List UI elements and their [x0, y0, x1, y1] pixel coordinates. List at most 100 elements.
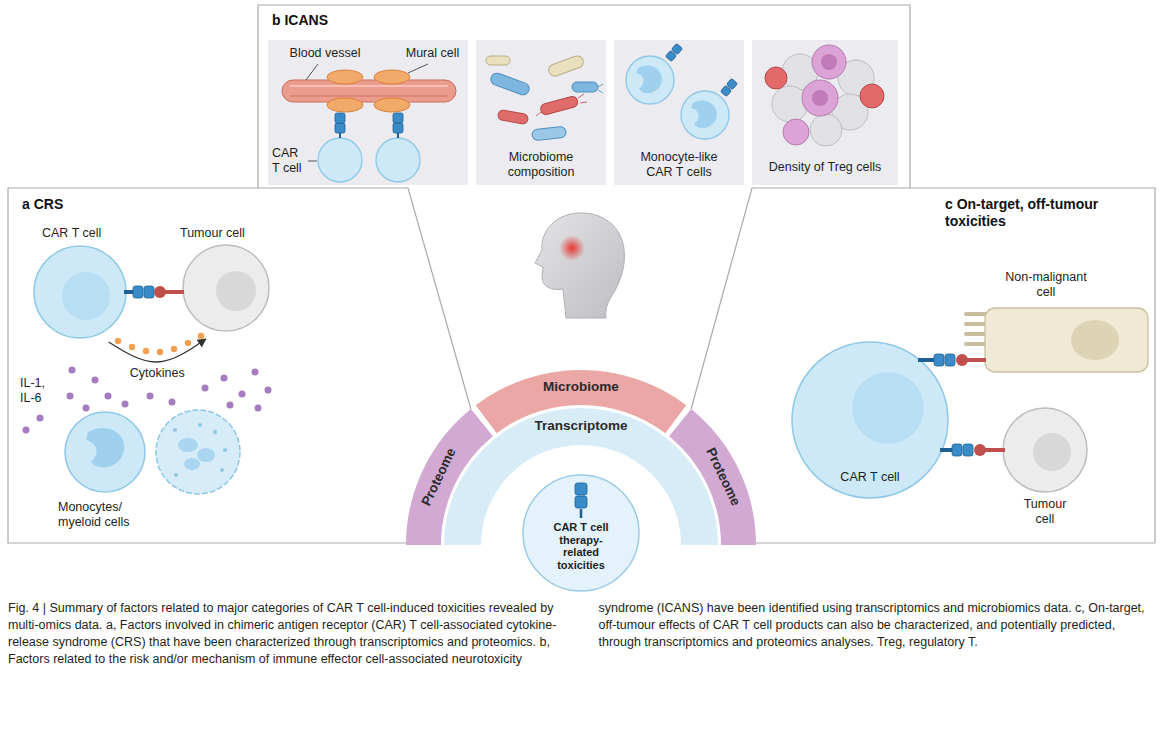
interleukin-dot: [92, 377, 99, 384]
monocyte-like-car-t-figure: [671, 43, 682, 54]
cell-node: Tumour cell: [170, 224, 282, 339]
off-tumour-figure: [945, 354, 955, 366]
sub-panel-ground: [268, 40, 468, 185]
treg-cluster-figure: [860, 84, 884, 108]
cytokine-dot: [157, 349, 163, 355]
interleukin-dot: [227, 402, 234, 409]
figure-caption: Fig. 4 | Summary of factors related to m…: [8, 600, 1155, 668]
cytokine-label: IL-1, IL-6: [20, 376, 60, 406]
panel-outline: [258, 5, 910, 188]
panel-outline: [8, 5, 1155, 543]
interleukin-dot: [37, 415, 44, 422]
monocyte-like-car-t-figure: [626, 56, 674, 104]
crs-figure: [198, 423, 202, 427]
omics-band: Microbiome: [531, 378, 633, 398]
interleukin-dot: [83, 405, 90, 412]
sub-panel-ground: [268, 40, 898, 185]
bacteria-figure: [536, 94, 587, 116]
bacteria-figure: [580, 102, 587, 103]
blood-vessel-figure: [397, 133, 399, 138]
leader-line: [306, 64, 318, 80]
cell-node: Non-malignant cell: [955, 268, 1150, 378]
node-label: Density of Treg cells: [752, 160, 898, 175]
leader-line: [308, 161, 317, 162]
bacteria-figure: [486, 56, 510, 65]
blood-vessel-figure: [335, 113, 345, 123]
bacteria-figure: [536, 112, 541, 116]
centre-circle: CAR T cell therapy-related toxicities: [523, 475, 639, 591]
panel-box: b ICANS Blood vesselMural cellCAR T cellM…: [258, 5, 910, 188]
node-label: Monocyte-like CAR T cells: [629, 150, 729, 180]
off-tumour-figure: [918, 358, 934, 362]
sub-panel: Density of Treg cells: [752, 40, 900, 185]
centre-cell-figure: [575, 496, 587, 508]
off-tumour-figure: [966, 312, 986, 316]
bacteria-figure: [572, 82, 598, 92]
off-tumour-figure: [974, 444, 986, 456]
node-label: Microbiome composition: [476, 150, 606, 180]
monocyte-like-car-t-figure: [636, 65, 662, 93]
off-tumour-figure: [952, 444, 962, 456]
off-tumour-figure: [1003, 408, 1087, 492]
centre-cell-figure: [523, 475, 639, 591]
bacteria-figure: [598, 90, 603, 93]
panel-heading: b ICANS: [272, 12, 422, 29]
treg-cluster-figure: [810, 114, 842, 146]
off-tumour-figure: [963, 444, 973, 456]
blood-vessel-figure: [282, 80, 456, 102]
crs-figure: [184, 458, 200, 470]
blood-vessel-figure: [282, 70, 456, 182]
sub-panel-ground: [752, 40, 898, 185]
bacteria-figure: [532, 126, 567, 140]
crs-figure: [216, 271, 256, 311]
crs-figure: [174, 473, 178, 477]
crs-figure: [220, 468, 224, 472]
crs-figure: [183, 245, 269, 331]
sub-panel: Monocyte-like CAR T cells: [614, 40, 744, 185]
cytokine-arrow: [109, 339, 206, 362]
monocyte-like-car-t-figure: [681, 91, 729, 139]
crs-figure: [133, 286, 143, 298]
off-tumour-figure: [852, 372, 924, 444]
omics-band: Proteome: [404, 468, 474, 486]
panel-outline: [8, 188, 471, 543]
band-label: Microbiome: [531, 378, 631, 396]
blood-vessel-figure: [376, 138, 420, 182]
crs-figure: [124, 290, 133, 294]
off-tumour-figure: [792, 342, 948, 498]
blood-vessel-figure: [290, 95, 448, 97]
cytokine-dot: [143, 348, 149, 354]
centre-cell-figure: [575, 483, 587, 495]
crs-figure: [86, 428, 124, 468]
off-tumour-figure: [985, 448, 1005, 452]
interleukin-dot: [252, 369, 259, 376]
crs-figure: [178, 438, 198, 452]
node-label: CAR T cell therapy-related toxicities: [545, 521, 617, 571]
bacteria-figure: [489, 72, 531, 97]
interleukin-dot: [69, 367, 76, 374]
interleukin-dot: [239, 391, 246, 398]
centre-cell-figure: [580, 509, 583, 518]
panel-heading: a CRS: [22, 196, 192, 213]
node-label: Non-malignant cell: [1000, 270, 1092, 300]
off-tumour-figure: [966, 332, 986, 336]
off-tumour-figure: [956, 354, 968, 366]
treg-cluster-figure: [765, 45, 884, 146]
off-tumour-figure: [1071, 320, 1119, 360]
off-tumour-figure: [1033, 433, 1071, 471]
crs-figure: [173, 423, 227, 477]
treg-cluster-figure: [783, 119, 809, 145]
monocyte-like-car-t-figure: [691, 100, 717, 128]
band-label: Transcriptome: [526, 417, 636, 435]
head-figure: [535, 213, 624, 318]
interleukin-dot: [169, 399, 176, 406]
blood-vessel-figure: [393, 113, 403, 123]
cytokine-dot: [198, 333, 204, 339]
panel-box: c On-target, off-tumour toxicitiesNon-ma…: [752, 188, 1155, 543]
blood-vessel-figure: [327, 70, 363, 84]
sub-panel: Blood vesselMural cellCAR T cell: [268, 40, 468, 185]
treg-cluster-figure: [812, 45, 846, 79]
off-tumour-figure: [934, 354, 944, 366]
off-tumour-figure: [966, 342, 986, 346]
